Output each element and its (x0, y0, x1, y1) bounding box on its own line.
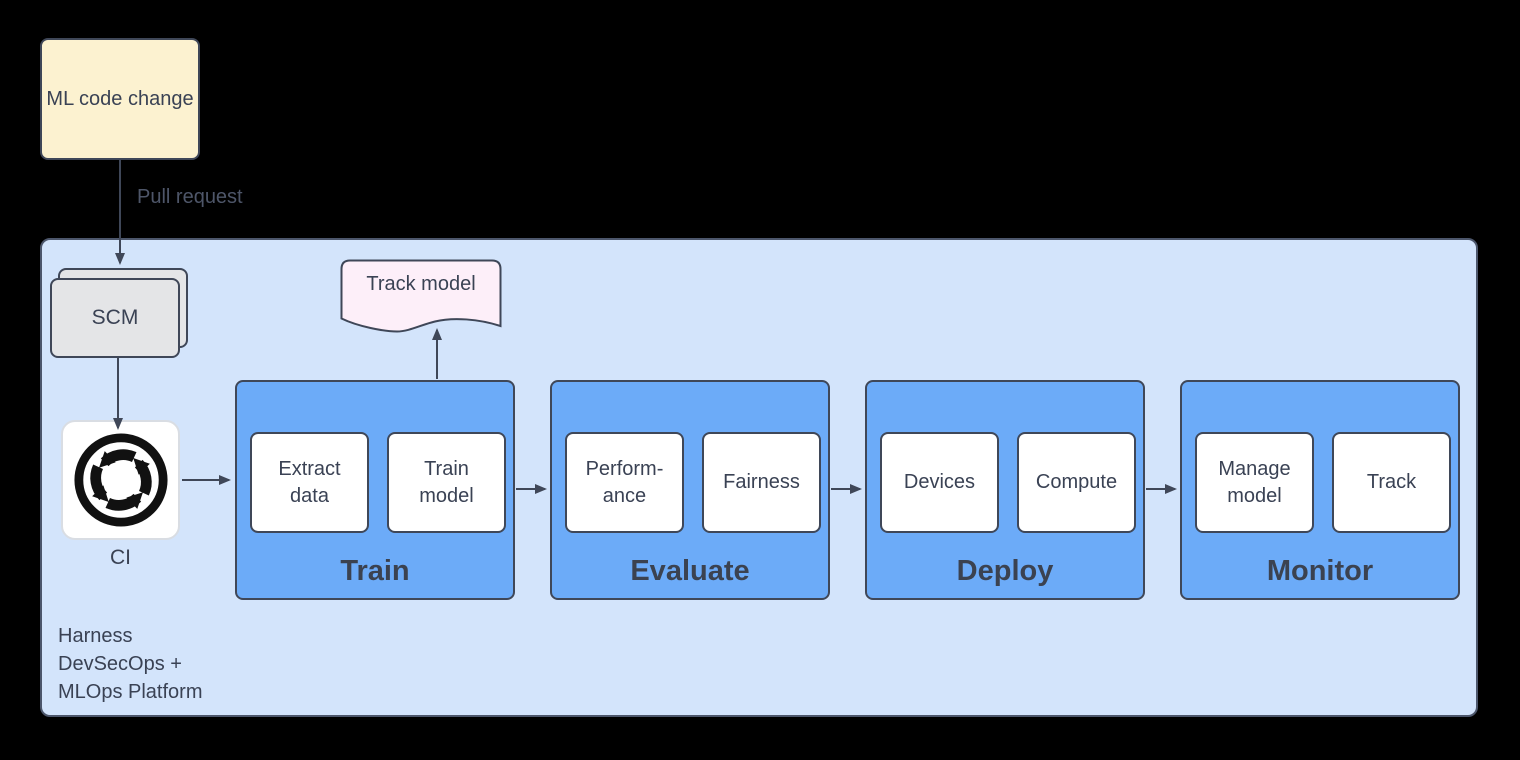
document-shape (340, 259, 502, 333)
stage-monitor: Manage model Track Monitor (1180, 380, 1460, 600)
stage-train-label: Train (340, 555, 410, 587)
pull-request-label: Pull request (137, 186, 243, 208)
step-train-model: Train model (387, 432, 506, 533)
ml-code-change-label: ML code change (46, 87, 194, 110)
ci-cycle-icon (73, 433, 168, 527)
stage-train: Extract data Train model Train (235, 380, 515, 600)
platform-label: Harness DevSecOps + MLOps Platform (58, 625, 203, 703)
ci-label: CI (110, 546, 131, 569)
step-extract-data: Extract data (250, 432, 369, 533)
step-devices: Devices (880, 432, 999, 533)
step-compute: Compute (1017, 432, 1136, 533)
scm-node: SCM (50, 278, 180, 358)
track-model-label: Track model (366, 273, 476, 295)
stage-evaluate: Perform- ance Fairness Evaluate (550, 380, 830, 600)
step-manage-model: Manage model (1195, 432, 1314, 533)
scm-label: SCM (91, 306, 139, 329)
stage-deploy: Devices Compute Deploy (865, 380, 1145, 600)
step-track: Track (1332, 432, 1451, 533)
ci-node (61, 420, 180, 540)
stage-evaluate-label: Evaluate (630, 555, 750, 587)
track-model-doc: Track model (340, 259, 502, 335)
ml-code-change-node: ML code change (40, 38, 200, 160)
stage-deploy-label: Deploy (956, 555, 1054, 587)
step-performance: Perform- ance (565, 432, 684, 533)
stage-monitor-label: Monitor (1266, 555, 1374, 587)
step-fairness: Fairness (702, 432, 821, 533)
